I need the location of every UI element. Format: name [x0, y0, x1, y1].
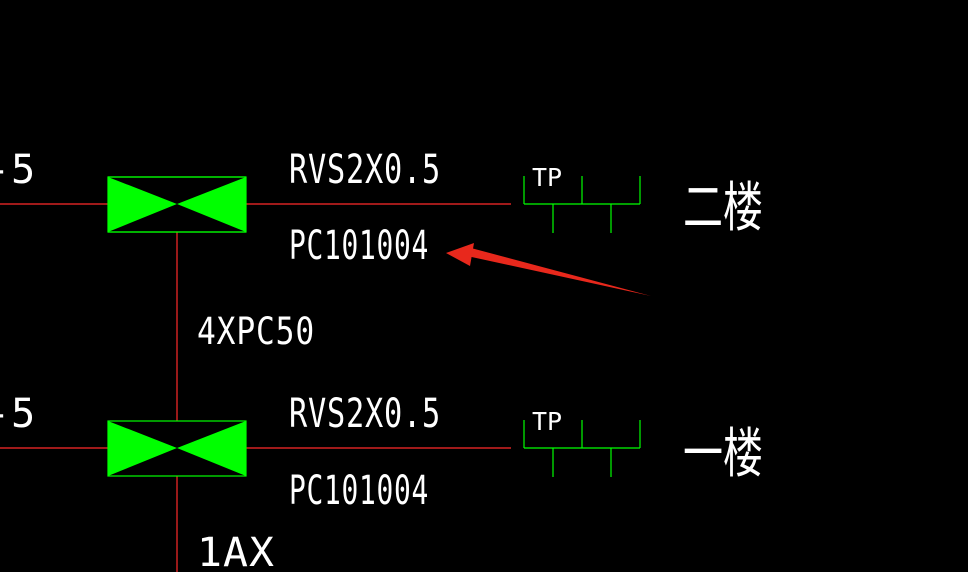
upper-cable-label: RVS2X0.5	[289, 147, 441, 193]
lower-floor-label: 一楼	[683, 422, 763, 485]
left-edge-label-top: -5	[0, 147, 36, 193]
bowtie-junction-icon[interactable]	[107, 176, 247, 233]
lower-terminal-label: TP	[532, 407, 562, 436]
upper-floor-label: 二楼	[683, 176, 763, 239]
left-edge-label-bottom: -5	[0, 391, 36, 437]
tp-terminal-icon[interactable]	[523, 176, 641, 233]
lower-conduit-label: PC101004	[289, 468, 429, 514]
tp-terminal-icon[interactable]	[523, 420, 641, 477]
red-arrow-icon	[446, 243, 651, 296]
bowtie-junction-icon[interactable]	[107, 420, 247, 477]
lower-cable-label: RVS2X0.5	[289, 391, 441, 437]
riser-label: 4XPC50	[197, 310, 315, 353]
upper-conduit-label: PC101004	[289, 223, 429, 269]
bottom-label: 1AX	[197, 530, 275, 572]
upper-terminal-label: TP	[532, 163, 562, 192]
